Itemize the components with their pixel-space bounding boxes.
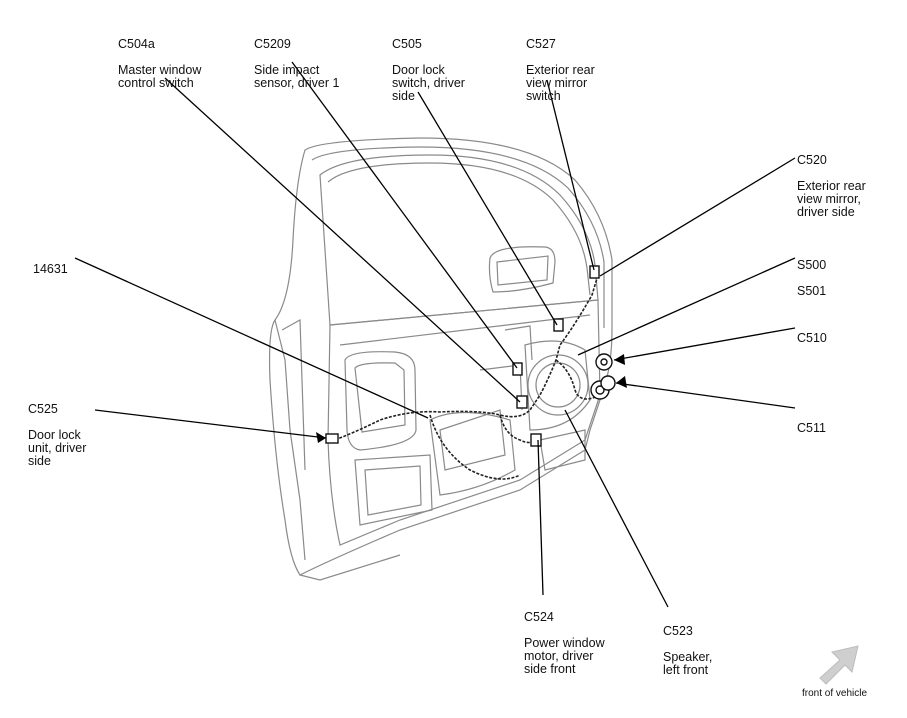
label-c511: C511: [797, 409, 826, 448]
callout-code: C5209: [254, 37, 291, 51]
label-c504a: C504a Master window control switch: [118, 25, 201, 90]
label-c510: C510: [797, 319, 827, 358]
callout-desc: Power window motor, driver side front: [524, 636, 605, 676]
label-c5209: C5209 Side impact sensor, driver 1: [254, 25, 339, 90]
callout-desc: Exterior rear view mirror switch: [526, 63, 595, 103]
leader-c5209: [291, 61, 518, 369]
arrow-up-right-icon: [819, 645, 859, 685]
leader-lines: [74, 61, 796, 608]
leader-c510: [613, 327, 796, 361]
callout-code: C523: [663, 624, 693, 638]
callout-code: C505: [392, 37, 422, 51]
leader-c504a: [164, 77, 521, 403]
label-c520: C520 Exterior rear view mirror, driver s…: [797, 141, 866, 219]
callout-code: S500: [797, 258, 827, 272]
callout-code: C510: [797, 331, 827, 345]
connector-c505: [553, 318, 564, 332]
label-c527: C527 Exterior rear view mirror switch: [526, 25, 595, 103]
callout-desc: Door lock switch, driver side: [392, 63, 465, 103]
leader-14631: [74, 257, 429, 419]
leader-c511: [615, 382, 796, 409]
callout-code: C520: [797, 153, 827, 167]
leader-s500: [577, 257, 796, 356]
connectors: [325, 265, 616, 447]
connector-c504a: [516, 395, 528, 409]
callout-code: C524: [524, 610, 554, 624]
door-illustration: [268, 137, 613, 581]
connector-c5209: [512, 362, 523, 376]
connector-c527: [589, 265, 600, 279]
callout-code: C504a: [118, 37, 155, 51]
label-s500: S500 S501: [797, 246, 826, 298]
leader-c505: [417, 91, 558, 326]
callout-code: C527: [526, 37, 556, 51]
callout-code: C525: [28, 402, 58, 416]
leader-c524: [537, 439, 544, 596]
callout-desc: Speaker, left front: [663, 650, 713, 677]
leader-c525: [94, 409, 327, 439]
leader-c523: [564, 409, 669, 608]
leader-c527: [546, 79, 595, 271]
leader-c520: [599, 157, 796, 277]
connector-c524: [530, 433, 542, 447]
label-c525: C525 Door lock unit, driver side: [28, 390, 86, 468]
callout-code: 14631: [33, 262, 68, 276]
callout-desc: Side impact sensor, driver 1: [254, 63, 340, 90]
callout-desc: S501: [797, 284, 827, 298]
callout-desc: Exterior rear view mirror, driver side: [797, 179, 866, 219]
callout-desc: Door lock unit, driver side: [28, 428, 87, 468]
front-of-vehicle-label: front of vehicle: [802, 688, 868, 699]
leader-arrowheads: [316, 354, 627, 443]
connector-c525: [325, 433, 339, 444]
label-c523: C523 Speaker, left front: [663, 612, 712, 677]
callout-code: C511: [797, 421, 826, 435]
label-c505: C505 Door lock switch, driver side: [392, 25, 465, 103]
label-c524: C524 Power window motor, driver side fro…: [524, 598, 605, 676]
callout-desc: Master window control switch: [118, 63, 202, 90]
connector-c511: [600, 375, 616, 391]
label-14631: 14631: [33, 250, 68, 289]
